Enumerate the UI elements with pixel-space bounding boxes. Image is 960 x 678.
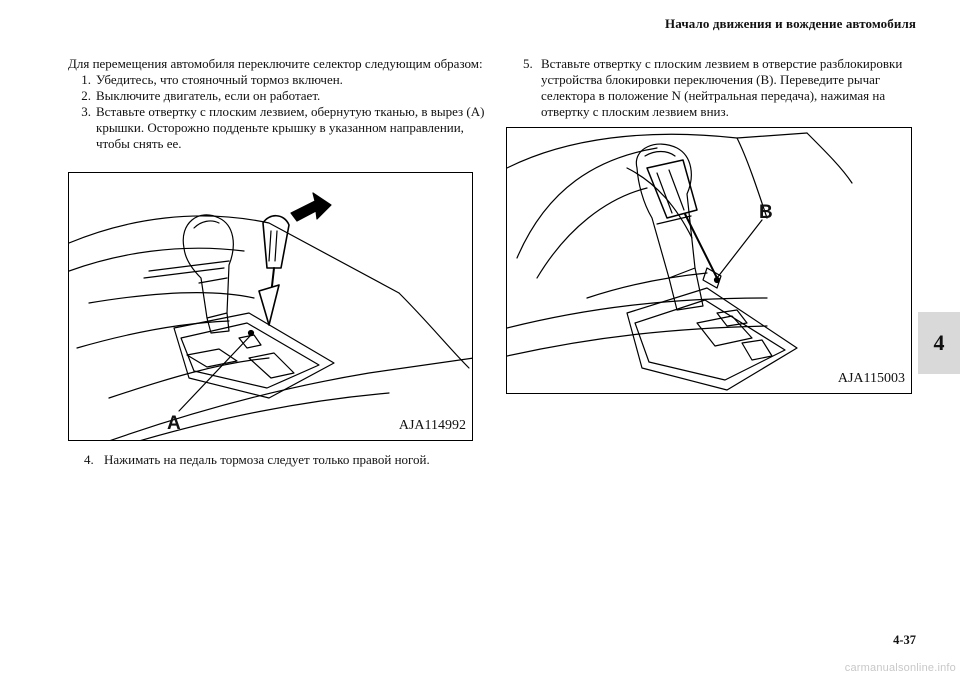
figure-code: AJA115003 <box>837 371 905 386</box>
figure-label-a: A <box>167 413 181 434</box>
step-number: 4. <box>84 452 94 467</box>
step-number: 3. <box>81 104 91 119</box>
step-5: 5. Вставьте отвертку с плоским лезвием в… <box>523 56 923 120</box>
right-column: 5. Вставьте отвертку с плоским лезвием в… <box>523 56 923 120</box>
step-text: Нажимать на педаль тормоза следует тольк… <box>104 452 430 467</box>
step-2: 2. Выключите двигатель, если он работает… <box>66 88 488 104</box>
step-3: 3. Вставьте отвертку с плоским лезвием, … <box>66 104 488 152</box>
step-text: Вставьте отвертку с плоским лезвием в от… <box>541 56 903 119</box>
step-4: 4. Нажимать на педаль тормоза следует то… <box>84 452 484 468</box>
intro-paragraph: Для перемещения автомобиля переключите с… <box>68 56 483 71</box>
watermark: carmanualsonline.info <box>844 662 956 674</box>
figure-shift-lock-release: B AJA115003 <box>506 127 912 394</box>
left-column: Для перемещения автомобиля переключите с… <box>68 56 488 152</box>
step-text: Вставьте отвертку с плоским лезвием, обе… <box>96 104 485 151</box>
steps-list-right: 5. Вставьте отвертку с плоским лезвием в… <box>523 56 923 120</box>
step-text: Выключите двигатель, если он работает. <box>96 88 321 103</box>
figure-code: AJA114992 <box>398 418 466 433</box>
step-number: 2. <box>81 88 91 103</box>
figure-label-b: B <box>759 202 773 223</box>
page-number: 4-37 <box>893 633 916 647</box>
step-number: 5. <box>523 56 533 71</box>
figure-remove-cover: A AJA114992 <box>68 172 473 441</box>
step-1: 1. Убедитесь, что стояночный тормоз вклю… <box>66 72 488 88</box>
illustration-shift-lock <box>507 132 853 391</box>
steps-list-left: 1. Убедитесь, что стояночный тормоз вклю… <box>68 72 488 152</box>
chapter-tab: 4 <box>918 312 960 374</box>
page-header-title: Начало движения и вождение автомобиля <box>665 16 916 31</box>
step-text: Убедитесь, что стояночный тормоз включен… <box>96 72 343 87</box>
step-number: 1. <box>81 72 91 87</box>
illustration-selector-cover <box>69 192 472 440</box>
